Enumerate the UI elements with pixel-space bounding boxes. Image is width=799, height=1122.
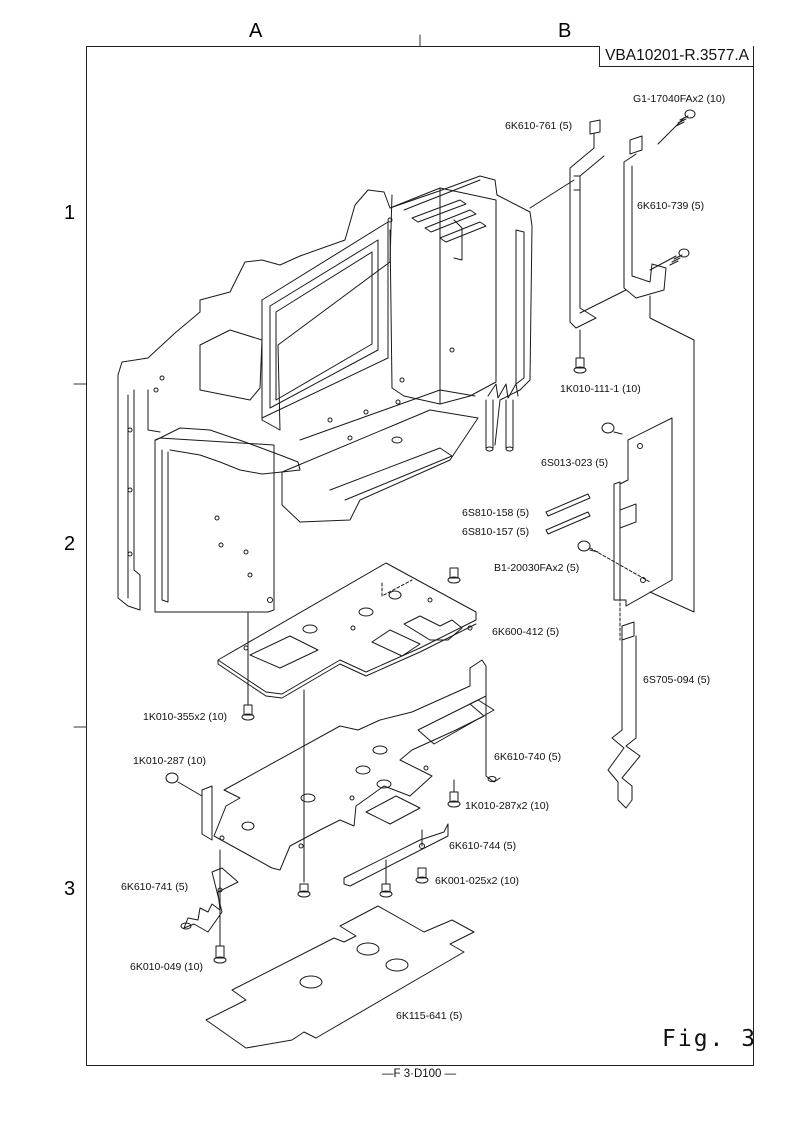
grid-row-2: 2 bbox=[64, 533, 76, 555]
screw-6k001-025 bbox=[416, 868, 428, 883]
bracket-6k610-744 bbox=[344, 824, 448, 886]
screw-g1-17040fa-lower bbox=[670, 249, 689, 265]
screw-bracket-center bbox=[380, 860, 392, 897]
chassis-holes bbox=[128, 218, 454, 603]
plate-6k610-740 bbox=[202, 660, 500, 870]
document-id: VBA10201-R.3577.A bbox=[599, 46, 753, 67]
screw-1k010-287 bbox=[166, 773, 202, 796]
screw-b1-20030fa bbox=[578, 541, 598, 552]
grid-ticks bbox=[74, 35, 420, 727]
flex-cable-6s705-094 bbox=[608, 622, 640, 808]
plate-6k600-412 bbox=[218, 563, 476, 698]
screw-6k010-049 bbox=[214, 946, 226, 963]
label-6s013-023: 6S013-023 (5) bbox=[541, 457, 609, 469]
label-6k010-049: 6K010-049 (10) bbox=[130, 961, 203, 973]
page-footer: —F 3·D100 — bbox=[382, 1068, 457, 1080]
grid-row-3: 3 bbox=[64, 878, 76, 900]
label-6k001-025x2: 6K001-025x2 (10) bbox=[435, 875, 520, 887]
label-6s705-094: 6S705-094 (5) bbox=[643, 674, 711, 686]
label-6k600-412: 6K600-412 (5) bbox=[492, 626, 560, 638]
camera-chassis bbox=[118, 176, 532, 612]
label-6k115-641: 6K115-641 (5) bbox=[396, 1010, 463, 1022]
label-1k010-287x2: 1K010-287x2 (10) bbox=[465, 800, 550, 812]
grid-column-b: B bbox=[558, 20, 572, 42]
insulator-sheet-6k115-641 bbox=[206, 906, 474, 1048]
bracket-6k610-761 bbox=[530, 120, 626, 328]
label-6s810-157: 6S810-157 (5) bbox=[462, 526, 530, 538]
pin-6s810-157 bbox=[546, 512, 590, 534]
label-6k610-744: 6K610-744 (5) bbox=[449, 840, 517, 852]
circuit-board-6s013-023 bbox=[590, 418, 672, 640]
screw-1k010-355 bbox=[242, 612, 254, 720]
label-6k610-741: 6K610-741 (5) bbox=[121, 881, 189, 893]
screw-plate-bottom bbox=[298, 884, 310, 897]
pin-6s810-158 bbox=[546, 494, 590, 516]
bracket-6k610-739 bbox=[624, 118, 694, 612]
label-6k610-761: 6K610-761 (5) bbox=[505, 120, 573, 132]
label-6k610-740: 6K610-740 (5) bbox=[494, 751, 562, 763]
bracket-6k610-741 bbox=[181, 850, 238, 946]
label-1k010-355x2: 1K010-355x2 (10) bbox=[143, 711, 228, 723]
figure-label: Fig. 3 bbox=[662, 1026, 758, 1052]
screw-board-top bbox=[602, 423, 622, 434]
grid-column-a: A bbox=[249, 20, 263, 42]
screw-g1-17040fa bbox=[676, 110, 695, 126]
label-g1-17040fa: G1-17040FAx2 (10) bbox=[633, 93, 726, 105]
label-6k610-739: 6K610-739 (5) bbox=[637, 200, 705, 212]
label-1k010-287: 1K010-287 (10) bbox=[133, 755, 206, 767]
screw-1k010-111-1 bbox=[574, 330, 586, 373]
label-1k010-111-1: 1K010-111-1 (10) bbox=[560, 383, 641, 395]
label-6s810-158: 6S810-158 (5) bbox=[462, 507, 530, 519]
label-b1-20030fa: B1-20030FAx2 (5) bbox=[494, 562, 580, 574]
screw-1k010-287x2 bbox=[448, 780, 460, 807]
screw-plate-top-right bbox=[448, 568, 460, 583]
grid-row-1: 1 bbox=[64, 202, 76, 224]
